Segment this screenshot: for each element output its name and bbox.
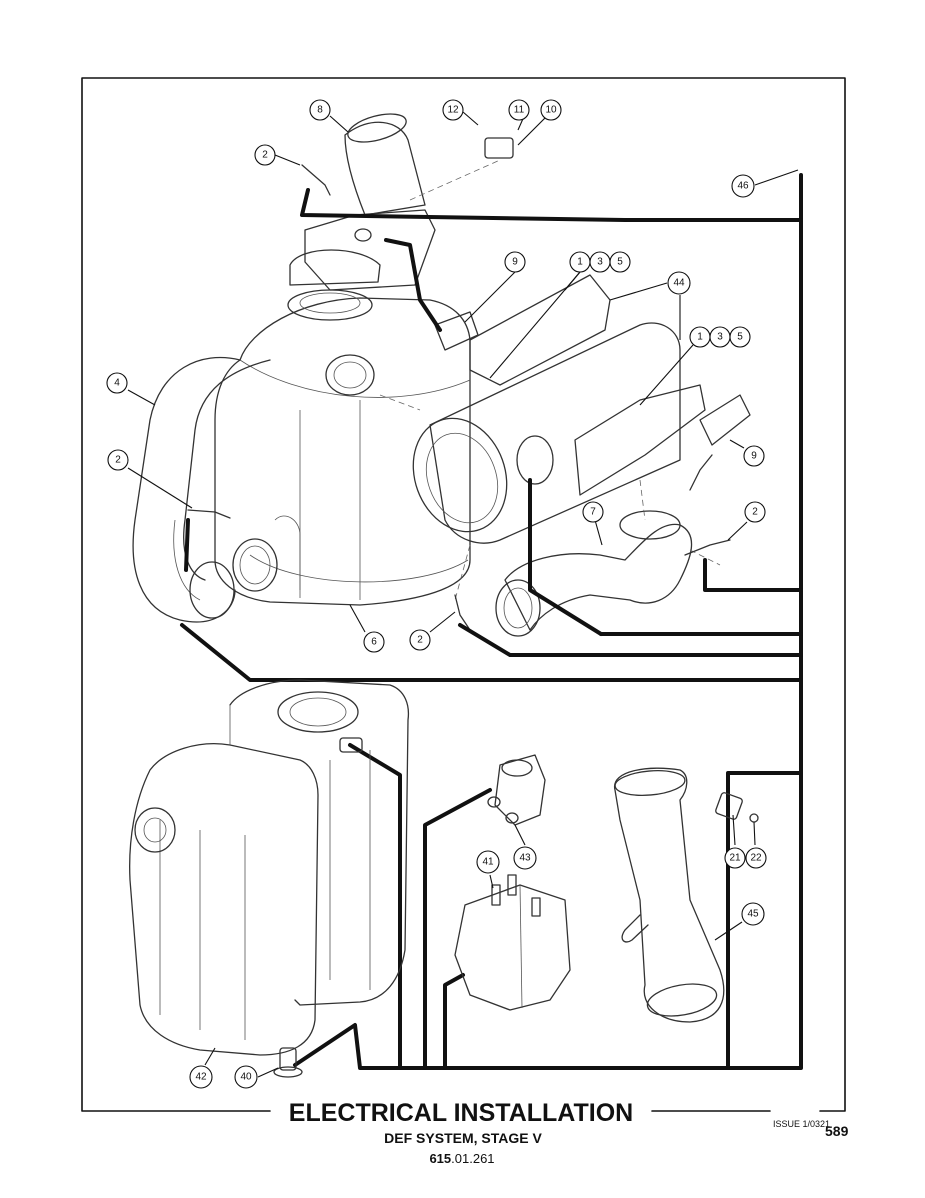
callout-11: 11 <box>508 99 530 121</box>
callout-44: 44 <box>667 271 691 295</box>
def-tank-assembly <box>129 679 759 1078</box>
callout-45: 45 <box>741 902 765 926</box>
svg-text:22: 22 <box>750 853 762 864</box>
drawing-frame <box>81 77 846 1112</box>
callout-4: 4 <box>106 372 128 394</box>
svg-text:46: 46 <box>737 181 749 192</box>
issue-label: ISSUE 1/0321 <box>773 1119 830 1129</box>
callout-8: 8 <box>309 99 331 121</box>
callout-9-lower: 9 <box>743 445 765 467</box>
callout-6: 6 <box>363 631 385 653</box>
svg-text:11: 11 <box>514 105 525 116</box>
svg-text:6: 6 <box>371 637 377 648</box>
svg-text:9: 9 <box>512 257 518 268</box>
svg-text:1: 1 <box>697 332 703 343</box>
svg-text:2: 2 <box>752 507 758 518</box>
wiring-harness <box>180 173 803 1070</box>
svg-text:42: 42 <box>195 1072 207 1083</box>
svg-text:2: 2 <box>262 150 268 161</box>
hidden-centerlines <box>379 159 721 601</box>
callout-3-upper: 3 <box>589 251 611 273</box>
callout-21: 21 <box>724 847 746 869</box>
drawing-code: 615.01.261 <box>429 1151 494 1166</box>
callout-2-bottom: 2 <box>409 629 431 651</box>
svg-text:4: 4 <box>114 378 120 389</box>
callout-5-upper: 5 <box>609 251 631 273</box>
callout-9-upper: 9 <box>504 251 526 273</box>
callout-42: 42 <box>189 1065 213 1089</box>
callout-3-lower: 3 <box>709 326 731 348</box>
aftertreatment-assembly <box>132 113 751 637</box>
callout-1-lower: 1 <box>689 326 711 348</box>
svg-text:43: 43 <box>519 853 531 864</box>
svg-text:9: 9 <box>751 451 757 462</box>
svg-text:44: 44 <box>673 278 685 289</box>
svg-text:2: 2 <box>115 455 121 466</box>
callout-43: 43 <box>513 846 537 870</box>
svg-text:5: 5 <box>737 332 743 343</box>
svg-text:12: 12 <box>447 105 459 116</box>
svg-text:45: 45 <box>747 909 759 920</box>
callout-46: 46 <box>731 174 755 198</box>
page-number: 589 <box>825 1123 849 1139</box>
callout-5-lower: 5 <box>729 326 751 348</box>
callout-41: 41 <box>476 850 500 874</box>
svg-text:41: 41 <box>482 857 494 868</box>
svg-text:8: 8 <box>317 105 323 116</box>
svg-text:21: 21 <box>729 853 741 864</box>
svg-text:10: 10 <box>545 105 557 116</box>
callout-1-upper: 1 <box>569 251 591 273</box>
svg-text:2: 2 <box>417 635 423 646</box>
callout-leaders <box>127 111 799 1078</box>
page-title: ELECTRICAL INSTALLATION <box>289 1099 633 1127</box>
callout-2-top: 2 <box>254 144 276 166</box>
svg-text:3: 3 <box>717 332 723 343</box>
callout-10: 10 <box>540 99 562 121</box>
page-subtitle: DEF SYSTEM, STAGE V <box>384 1130 542 1146</box>
callout-2-right: 2 <box>744 501 766 523</box>
svg-text:1: 1 <box>577 257 583 268</box>
svg-text:40: 40 <box>240 1072 252 1083</box>
exhaust-temperature-sensors <box>187 164 731 631</box>
callout-7: 7 <box>582 501 604 523</box>
callout-22: 22 <box>745 847 767 869</box>
callout-40: 40 <box>234 1065 258 1089</box>
callout-2-left: 2 <box>107 449 129 471</box>
svg-text:3: 3 <box>597 257 603 268</box>
svg-text:7: 7 <box>590 507 596 518</box>
svg-text:5: 5 <box>617 257 623 268</box>
callout-12: 12 <box>442 99 464 121</box>
